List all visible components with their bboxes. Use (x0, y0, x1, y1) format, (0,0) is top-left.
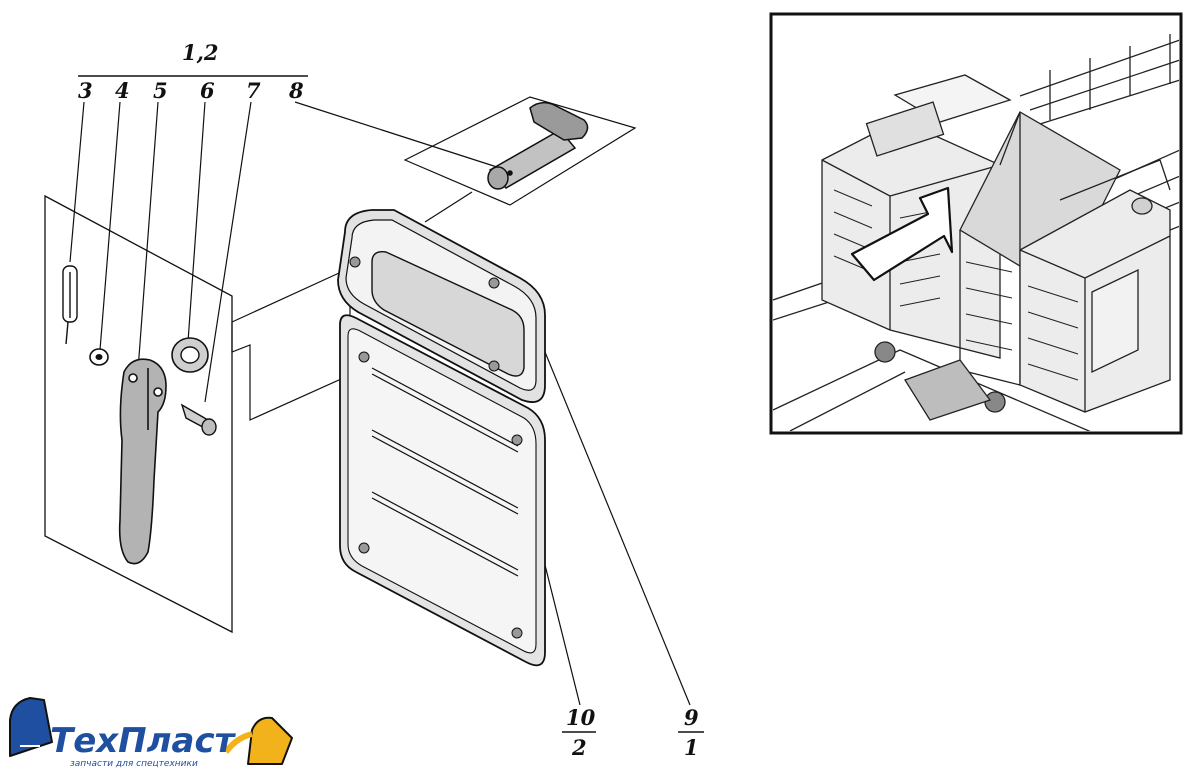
washer-large-part (171, 337, 209, 373)
svg-text:1: 1 (684, 735, 699, 760)
pointer-arrow-icon (850, 186, 954, 282)
callout-4: 4 (115, 78, 130, 103)
svg-text:10: 10 (566, 705, 596, 730)
brand-logo: ТехПласт запчасти для спецтехники (9, 697, 293, 769)
handle-lever-part (118, 358, 167, 565)
logo-tagline: запчасти для спецтехники (70, 759, 198, 769)
callout-9-1: 9 1 (678, 705, 704, 760)
hinge-link-outline (231, 267, 351, 421)
callout-10-2: 10 2 (562, 705, 596, 760)
hinge-pin-detail (487, 101, 589, 190)
callout-3: 3 (78, 78, 93, 103)
svg-text:9: 9 (684, 705, 699, 730)
callout-6: 6 (200, 78, 215, 103)
excavator-icon (9, 697, 293, 765)
leader-lines (69, 101, 691, 706)
callout-8: 8 (288, 78, 304, 103)
lower-door-panel (339, 314, 546, 667)
callout-5: 5 (153, 78, 168, 103)
upper-door-panel (337, 209, 546, 403)
cotter-pin-part (62, 265, 78, 345)
logo-name: ТехПласт (50, 721, 237, 761)
pin-detail-inset (403, 96, 637, 206)
inset-leader (424, 191, 473, 223)
callout-group-1-2: 1,2 (182, 40, 219, 65)
callout-7: 7 (246, 78, 261, 103)
washer-small-part (89, 348, 109, 366)
hinge-parts-panel (44, 194, 233, 634)
location-view (769, 12, 1183, 435)
pin-part (180, 403, 217, 436)
svg-text:2: 2 (571, 735, 587, 760)
